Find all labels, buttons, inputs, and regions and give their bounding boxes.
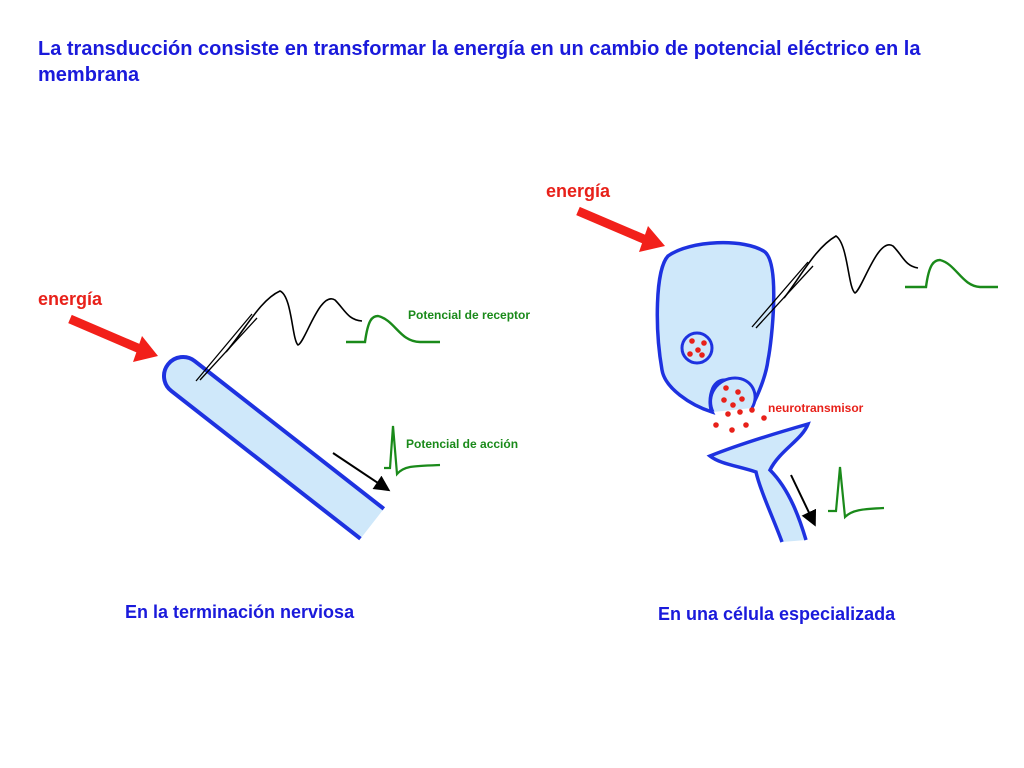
action-potential-trace-right bbox=[828, 466, 885, 520]
energy-arrow-left bbox=[68, 314, 158, 362]
energy-label-left: energía bbox=[38, 289, 103, 309]
page-title: La transducción consiste en transformar … bbox=[38, 38, 921, 86]
receptor-potential-trace-right bbox=[905, 258, 998, 289]
fusing-vesicle bbox=[709, 376, 757, 413]
energy-label-right: energía bbox=[546, 181, 611, 201]
neurotransmitter-dots bbox=[687, 338, 767, 433]
receptor-potential-trace bbox=[346, 314, 440, 344]
propagation-arrow-left bbox=[332, 452, 391, 492]
propagation-arrow-right bbox=[790, 474, 817, 527]
postsynaptic-neuron bbox=[706, 421, 811, 543]
recording-electrode-right bbox=[751, 235, 919, 329]
neurotransmitter-label: neurotransmisor bbox=[768, 401, 864, 415]
recording-electrode-left bbox=[195, 290, 363, 382]
nerve-terminal bbox=[162, 355, 386, 541]
action-potential-trace bbox=[384, 425, 441, 477]
action-potential-label: Potencial de acción bbox=[406, 437, 519, 451]
caption-nerve-terminal: En la terminación nerviosa bbox=[125, 602, 355, 622]
energy-arrow-right bbox=[576, 206, 665, 252]
caption-specialized-cell: En una célula especializada bbox=[658, 604, 896, 624]
receptor-potential-label: Potencial de receptor bbox=[408, 308, 531, 322]
